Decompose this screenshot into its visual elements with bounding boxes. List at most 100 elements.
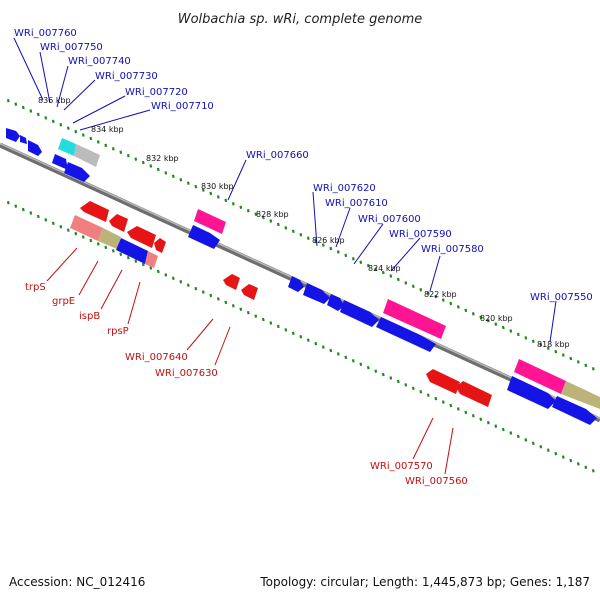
tick-mark [141, 262, 145, 267]
gene-label[interactable]: WRi_007580 [421, 244, 484, 255]
gene-label[interactable]: WRi_007640 [125, 352, 188, 363]
gene-label[interactable]: WRi_007740 [68, 56, 131, 67]
tick-mark [149, 164, 153, 168]
tick-mark [351, 257, 355, 261]
gene-arrow[interactable] [507, 376, 556, 409]
tick-mark [66, 126, 70, 130]
kbp-label: 822 kbp [424, 290, 457, 299]
gene-label[interactable]: WRi_007710 [151, 101, 214, 112]
tick-mark [104, 245, 108, 250]
gene-arrow[interactable] [116, 238, 148, 264]
tick-mark [111, 147, 115, 151]
gene-arrow[interactable] [456, 381, 492, 407]
gene-box[interactable] [194, 209, 226, 234]
tick-mark [554, 349, 558, 354]
gene-label[interactable]: WRi_007560 [405, 476, 468, 487]
gene-arrow[interactable] [6, 128, 20, 142]
gene-box[interactable] [383, 299, 446, 339]
gene-box[interactable] [145, 251, 158, 268]
tick-mark [224, 300, 228, 305]
tick-mark [374, 267, 378, 271]
gene-label[interactable]: WRi_007600 [358, 214, 421, 225]
gene-label[interactable]: WRi_007760 [14, 28, 77, 39]
gene-label[interactable]: grpE [52, 296, 75, 307]
gene-arrow[interactable] [154, 238, 166, 253]
gene-arrow[interactable] [80, 201, 109, 222]
tick-mark [449, 301, 453, 306]
tick-mark [6, 98, 10, 103]
gene-arrow[interactable] [426, 369, 460, 394]
tick-mark [366, 263, 370, 268]
gene-arrow[interactable] [28, 140, 42, 156]
gene-arrow[interactable] [327, 294, 344, 311]
tick-mark [524, 438, 528, 442]
tick-mark [351, 359, 355, 363]
tick-mark [126, 255, 130, 260]
gene-label[interactable]: WRi_007620 [313, 183, 376, 194]
tick-mark [104, 143, 108, 148]
tick-mark [426, 393, 430, 397]
tick-mark [14, 102, 18, 106]
gene-label[interactable]: WRi_007630 [155, 368, 218, 379]
tick-mark [546, 448, 550, 452]
gene-box[interactable] [514, 359, 566, 394]
gene-label[interactable]: WRi_007750 [40, 42, 103, 53]
tick-mark [269, 321, 273, 325]
forward-genes [6, 128, 600, 425]
tick-mark [171, 276, 175, 281]
gene-arrow[interactable] [20, 135, 27, 144]
gene-box[interactable] [98, 228, 121, 249]
tick-mark [224, 198, 228, 203]
gene-box[interactable] [74, 144, 100, 167]
gene-arrow[interactable] [552, 396, 597, 425]
tick-mark [404, 281, 408, 285]
gene-arrow[interactable] [288, 276, 304, 292]
tick-mark [21, 105, 25, 110]
gene-arrow[interactable] [241, 284, 258, 300]
tick-mark [584, 363, 588, 368]
gene-arrow[interactable] [109, 214, 128, 232]
gene-label[interactable]: trpS [25, 282, 46, 293]
gene-label[interactable]: WRi_007660 [246, 150, 309, 161]
genome-summary-text: Topology: circular; Length: 1,445,873 bp… [259, 575, 590, 589]
gene-arrow[interactable] [303, 283, 330, 304]
gene-arrow[interactable] [64, 162, 90, 182]
gene-label[interactable]: WRi_007610 [325, 198, 388, 209]
gene-label[interactable]: rpsP [107, 326, 129, 337]
tick-mark [284, 226, 288, 230]
tick-mark [261, 215, 265, 220]
tick-mark [179, 178, 183, 182]
gene-label[interactable]: WRi_007590 [389, 229, 452, 240]
kbp-label: 826 kbp [312, 236, 345, 245]
gene-label[interactable]: WRi_007570 [370, 461, 433, 472]
gene-box[interactable] [58, 138, 76, 156]
tick-mark [546, 346, 550, 350]
tick-mark [186, 181, 190, 185]
gene-label[interactable]: WRi_007730 [95, 71, 158, 82]
tick-mark [426, 291, 430, 295]
gene-arrow[interactable] [223, 274, 240, 290]
gene-arrow[interactable] [188, 225, 220, 249]
tick-mark [126, 153, 130, 158]
gene-label[interactable]: WRi_007720 [125, 87, 188, 98]
tick-mark [14, 204, 18, 208]
gene-box[interactable] [561, 381, 600, 409]
tick-mark [299, 233, 303, 237]
tick-mark [396, 277, 400, 282]
gene-arrow[interactable] [376, 317, 436, 352]
tick-mark [569, 356, 573, 361]
gene-label[interactable]: WRi_007550 [530, 292, 593, 303]
gene-label[interactable]: ispB [79, 311, 100, 322]
tick-mark [404, 383, 408, 387]
upper-label-lines [13, 37, 557, 343]
tick-mark [486, 420, 490, 425]
tick-mark [81, 235, 85, 239]
gene-box[interactable] [70, 215, 103, 241]
tick-mark [119, 150, 123, 154]
gene-arrow[interactable] [52, 154, 68, 170]
tick-mark [419, 288, 423, 292]
tick-mark [569, 458, 573, 463]
gene-arrow[interactable] [340, 300, 379, 327]
gene-arrow[interactable] [127, 226, 156, 248]
tick-mark [434, 396, 438, 401]
